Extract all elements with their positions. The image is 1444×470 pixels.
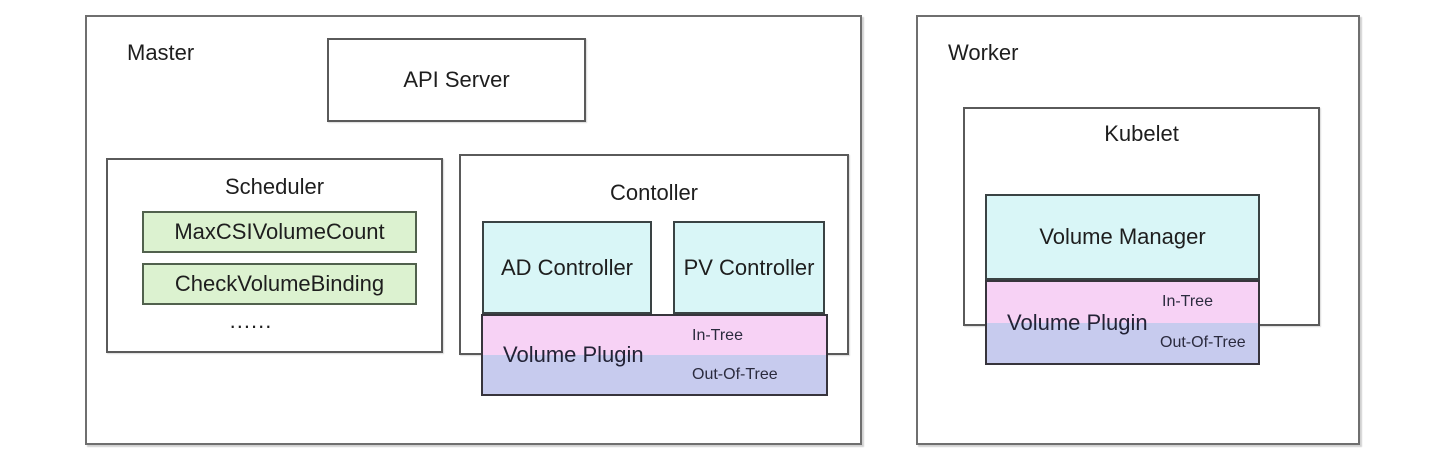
pv-controller-label: PV Controller	[683, 254, 815, 280]
pv-controller-box: PV Controller	[673, 221, 825, 314]
master-label: Master	[127, 40, 195, 65]
api-server-box: API Server	[327, 38, 586, 122]
volume-plugin-label: Volume Plugin	[1007, 309, 1148, 335]
master-volume-plugin-box: Volume Plugin In-Tree Out-Of-Tree	[481, 314, 828, 396]
predicate-checkvolumebinding: CheckVolumeBinding	[142, 263, 417, 305]
ad-controller-box: AD Controller	[482, 221, 652, 314]
worker-label: Worker	[948, 40, 1019, 65]
out-of-tree-region	[483, 355, 826, 394]
scheduler-ellipsis: ......	[229, 308, 273, 333]
kubelet-label: Kubelet	[1104, 121, 1179, 146]
api-server-label: API Server	[403, 67, 510, 92]
controller-label: Contoller	[609, 180, 699, 205]
volume-manager-label: Volume Manager	[1039, 224, 1206, 249]
out-of-tree-region	[987, 322, 1258, 363]
out-of-tree-label: Out-Of-Tree	[1160, 333, 1246, 351]
ad-controller-label: AD Controller	[500, 254, 634, 280]
in-tree-label: In-Tree	[1162, 293, 1213, 311]
out-of-tree-label: Out-Of-Tree	[692, 365, 778, 383]
predicate-label: MaxCSIVolumeCount	[174, 219, 385, 244]
in-tree-region	[483, 316, 826, 355]
predicate-label: CheckVolumeBinding	[174, 271, 385, 296]
volume-manager-box: Volume Manager	[985, 194, 1260, 280]
worker-volume-plugin-box: Volume Plugin In-Tree Out-Of-Tree	[985, 280, 1260, 365]
volume-plugin-label: Volume Plugin	[503, 342, 644, 367]
scheduler-box: Scheduler	[106, 158, 443, 353]
scheduler-label: Scheduler	[224, 174, 325, 199]
predicate-maxcsivolumecount: MaxCSIVolumeCount	[142, 211, 417, 253]
in-tree-region	[987, 282, 1258, 323]
in-tree-label: In-Tree	[692, 326, 743, 344]
